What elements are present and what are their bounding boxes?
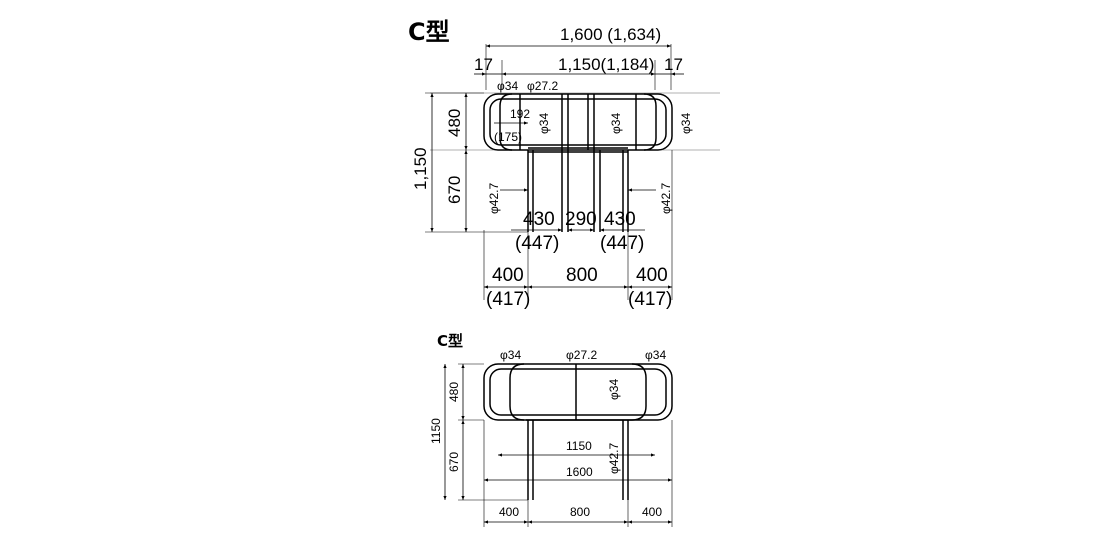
top-dim-lower-height: 670 [445, 176, 464, 204]
top-label-phi34-left: φ34 [497, 79, 518, 93]
bottom-label-phi427: φ42.7 [607, 443, 621, 474]
top-label-phi34-right: φ34 [679, 113, 693, 134]
top-dim-430-left: 430 [523, 209, 555, 230]
bottom-label-phi34-mid: φ34 [607, 379, 621, 400]
top-dim-total-width: 1,600 (1,634) [485, 25, 672, 90]
top-dim-447-right: (447) [600, 233, 644, 254]
top-dim-430-right: 430 [604, 209, 636, 230]
top-dim-800: 800 [566, 265, 598, 286]
top-title: C型 [408, 18, 450, 46]
top-dim-417-right: (417) [628, 289, 672, 310]
bottom-label-phi272: φ27.2 [566, 348, 597, 362]
bottom-label-phi34-left: φ34 [500, 348, 521, 362]
bottom-drawing: C型 φ34 φ27.2 φ34 φ34 480 1150 670 [429, 332, 673, 527]
bottom-dim-lower-height: 670 [447, 452, 461, 472]
top-dim-447-left: (447) [515, 233, 559, 254]
bottom-frame [483, 363, 673, 500]
top-dim-290: 290 [565, 209, 597, 230]
bottom-title: C型 [437, 332, 463, 350]
top-dim-inner-width: 17 1,150(1,184) 17 [474, 55, 684, 90]
bottom-dim-footprint: 400 800 400 [483, 420, 673, 527]
top-dim-leg-spacing: 430 290 430 (447) (447) [511, 209, 645, 254]
top-label-phi427-left: φ42.7 [487, 183, 501, 214]
bottom-dim-vertical: 480 1150 670 [429, 364, 465, 500]
top-dim-417-left: (417) [486, 289, 530, 310]
bottom-dim-upper-height: 480 [447, 382, 461, 402]
top-dim-total-width-text: 1,600 (1,634) [560, 25, 661, 44]
bottom-dim-800: 800 [570, 505, 590, 519]
top-dim-right-offset: 17 [664, 55, 683, 74]
top-dim-left-offset: 17 [474, 55, 493, 74]
bottom-dim-total-height: 1150 [429, 418, 443, 444]
top-dim-175: (175) [494, 130, 522, 144]
top-dim-inner-width-text: 1,150(1,184) [558, 55, 654, 74]
top-dim-footprint: 400 800 400 (417) (417) [483, 150, 672, 310]
top-dim-upper-height: 480 [445, 109, 464, 137]
top-dim-400-left: 400 [492, 265, 524, 286]
bottom-dim-1600: 1600 [566, 465, 593, 479]
top-dim-total-height: 1,150 [411, 147, 430, 190]
bottom-dim-400-right: 400 [642, 505, 662, 519]
top-label-phi427-right: φ42.7 [659, 183, 673, 214]
top-dim-192: 192 [510, 107, 530, 121]
bottom-dim-1150: 1150 [566, 439, 592, 453]
top-label-phi34-mid-left: φ34 [537, 113, 551, 134]
top-drawing: C型 1,600 (1,634) 17 1,150(1,184) 17 φ34 … [408, 18, 720, 310]
bottom-label-phi34-right: φ34 [645, 348, 666, 362]
bottom-dim-400-left: 400 [499, 505, 519, 519]
top-dim-400-right: 400 [636, 265, 668, 286]
top-dim-vertical: 480 1,150 670 [411, 92, 528, 233]
top-label-phi34-mid-right: φ34 [609, 113, 623, 134]
bottom-dim-horizontal: 1150 1600 φ42.7 [484, 439, 672, 482]
top-label-phi272: φ27.2 [527, 79, 558, 93]
